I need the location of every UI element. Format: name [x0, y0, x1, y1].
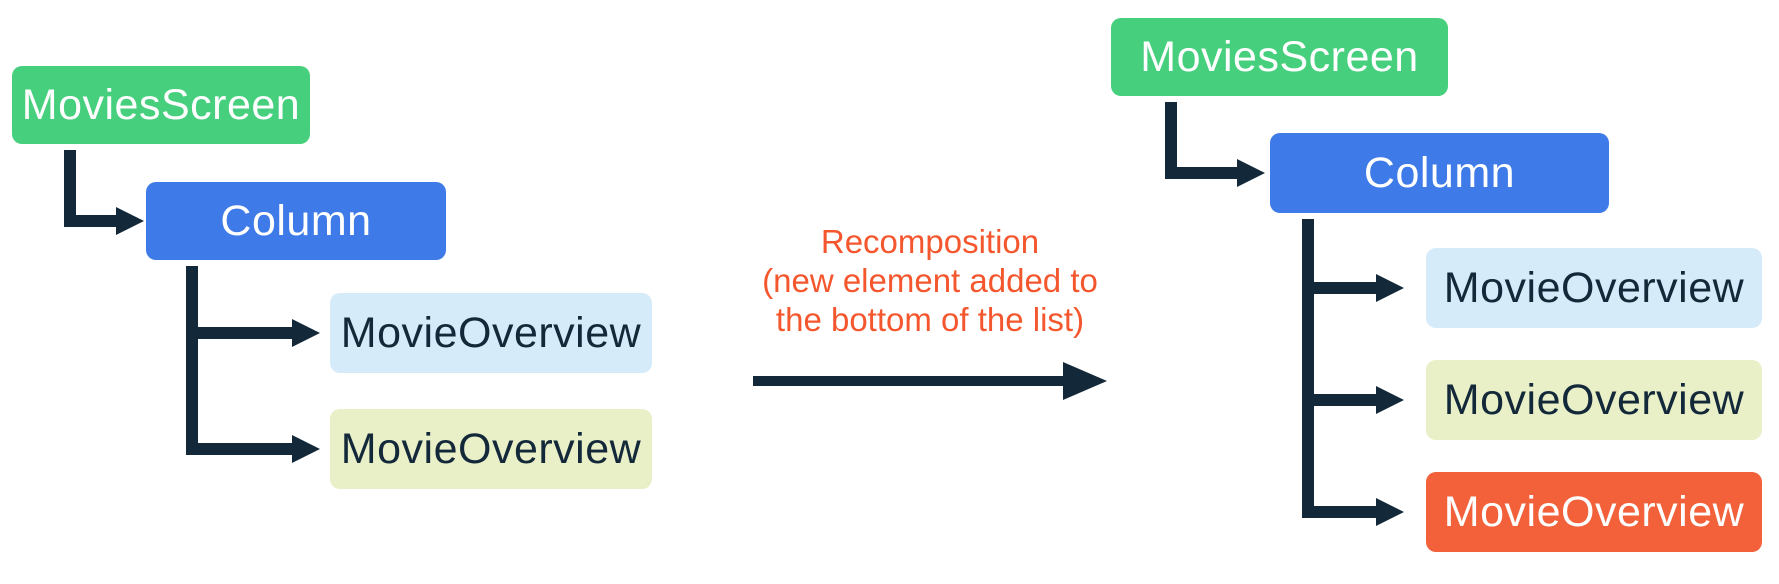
before-root-elbow-vertical [64, 150, 76, 227]
after-root-elbow-horizontal [1165, 167, 1237, 179]
arrowhead-icon [292, 319, 320, 347]
before-node-movieoverview-2: MovieOverview [330, 409, 652, 489]
before-column-trunk [186, 266, 198, 455]
before-node-moviesscreen: MoviesScreen [12, 66, 310, 144]
after-branch-1 [1302, 282, 1376, 294]
after-root-elbow-vertical [1165, 102, 1177, 179]
arrowhead-icon [116, 207, 144, 235]
after-branch-3 [1302, 506, 1376, 518]
right-arrow-icon [1063, 362, 1107, 400]
caption-line: Recomposition [820, 223, 1040, 260]
arrowhead-icon [1376, 274, 1404, 302]
before-branch-1 [186, 327, 292, 339]
after-column-trunk [1302, 219, 1314, 518]
transition-arrow-line [753, 376, 1063, 386]
after-node-movieoverview-2: MovieOverview [1426, 360, 1762, 440]
after-node-moviesscreen: MoviesScreen [1111, 18, 1448, 96]
arrowhead-icon [1376, 498, 1404, 526]
caption-line: (new element added to [762, 262, 1098, 299]
before-node-movieoverview-1: MovieOverview [330, 293, 652, 373]
caption-line: the bottom of the list) [775, 301, 1085, 338]
before-node-column: Column [146, 182, 446, 260]
after-node-movieoverview-1: MovieOverview [1426, 248, 1762, 328]
after-node-column: Column [1270, 133, 1609, 213]
arrowhead-icon [1237, 159, 1265, 187]
recomposition-caption: Recomposition (new element added to the … [700, 222, 1160, 339]
arrowhead-icon [292, 435, 320, 463]
arrowhead-icon [1376, 386, 1404, 414]
after-branch-2 [1302, 394, 1376, 406]
after-node-movieoverview-3-new: MovieOverview [1426, 472, 1762, 552]
before-root-elbow-horizontal [64, 215, 116, 227]
before-branch-2 [186, 443, 292, 455]
